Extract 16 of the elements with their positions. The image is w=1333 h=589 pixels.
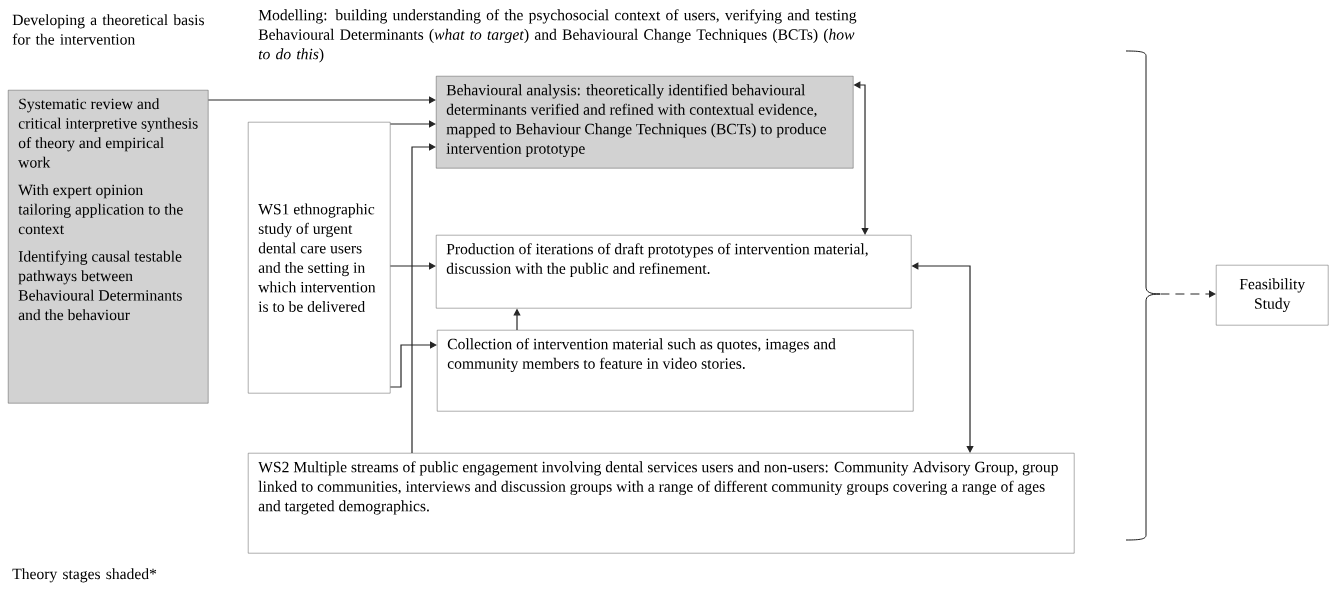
process-box: Production of iterations of draft prototypes of intervention material, discussion with the public and refinement.: [436, 235, 912, 309]
process-box: WS2 Multiple streams of public engagement involving dental services users and non-users: Community Advisory Group, group linked to communities, interviews and discussion groups with a range of different community groups covering a range of ages and targeted demographics.: [248, 453, 1075, 554]
note-text: Developing a theoretical basis for the intervention: [12, 14, 204, 45]
note-text: Theory stages shaded*: [12, 568, 157, 583]
arrow: [389, 262, 436, 270]
shaded-box: Systematic review and critical interpretive synthesis of theory and empirical work With expert opinion tailoring application to the context Identifying causal testable pathways between Behavioural Determinants and the behaviour: [8, 90, 209, 404]
arrow: [411, 143, 436, 454]
process-box: Collection of intervention material such as quotes, images and community members to feature in video stories.: [437, 330, 914, 412]
arrow: [389, 341, 437, 388]
curly-brace: [1125, 50, 1161, 541]
process-box: Feasibility Study: [1216, 265, 1329, 326]
arrow: [389, 120, 436, 128]
process-box: WS1 ethnographic study of urgent dental care users and the setting in which intervention is to be delivered: [248, 122, 391, 394]
shaded-box: Behavioural analysis: theoretically identified behavioural determinants verified and refined with contextual evidence, mapped to Behaviour Change Techniques (BCTs) to produce intervention prototype: [436, 76, 854, 169]
arrow: [207, 96, 436, 104]
arrow: [1159, 290, 1216, 298]
